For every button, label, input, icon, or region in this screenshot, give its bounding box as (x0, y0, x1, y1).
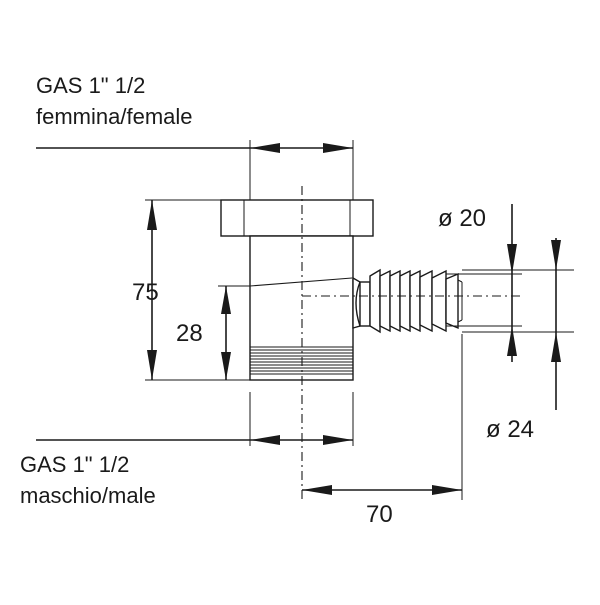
outlet-height-dimension (218, 285, 250, 380)
outer-diameter-dimension (462, 238, 574, 410)
inner-diameter-dimension (446, 204, 522, 362)
outlet-boss (352, 276, 361, 329)
fitting-body (220, 199, 374, 381)
outer-diameter-value: ø 24 (486, 416, 534, 443)
hose-barb (359, 268, 463, 334)
bottom-width-dimension (36, 392, 354, 446)
outlet-length-dimension (302, 334, 463, 500)
outlet-length-value: 70 (366, 501, 393, 528)
top-connection-label-line2: femmina/female (36, 104, 193, 129)
top-width-dimension (36, 140, 354, 200)
bottom-connection-label-line2: maschio/male (20, 483, 156, 508)
female-nut (220, 199, 374, 237)
overall-height-value: 75 (132, 279, 159, 306)
top-connection-label-line1: GAS 1" 1/2 (36, 73, 145, 98)
bottom-connection-label-line1: GAS 1" 1/2 (20, 452, 129, 477)
overall-height-dimension (145, 199, 250, 381)
outlet-height-value: 28 (176, 320, 203, 347)
inner-diameter-value: ø 20 (438, 205, 486, 232)
